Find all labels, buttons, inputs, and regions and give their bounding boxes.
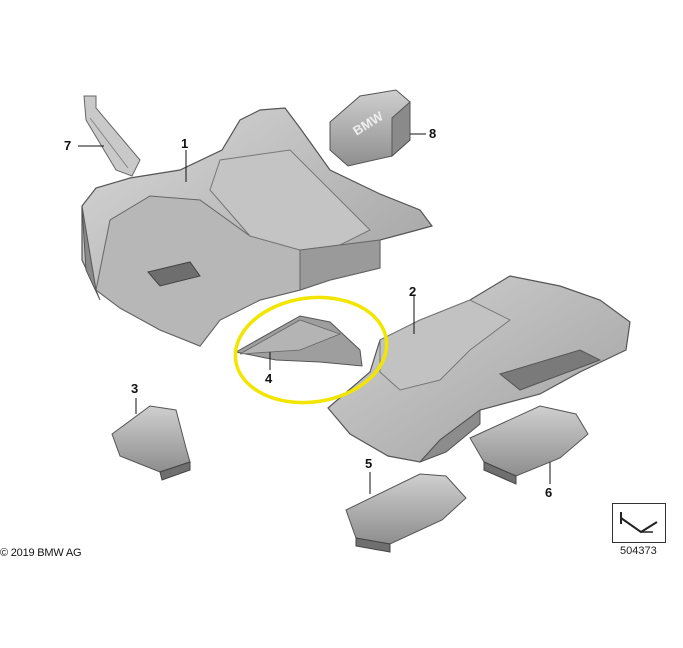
copyright-text: © 2019 BMW AG: [0, 547, 82, 559]
callout-2: 2: [409, 284, 417, 299]
callout-4: 4: [265, 371, 273, 386]
part-1-front-floor-carpet: [81, 107, 434, 347]
callout-5: 5: [365, 456, 373, 471]
callout-6: 6: [545, 485, 553, 500]
part-8-insulation-block: BMW: [329, 89, 411, 167]
reference-number: 504373: [620, 545, 657, 557]
highlight-ellipse: [233, 295, 389, 405]
part-6-floor-mat: [469, 405, 589, 485]
part-2-rear-floor-carpet: [327, 275, 631, 463]
part-7-trim-strip: [83, 95, 141, 177]
part-5-floor-mat: [345, 473, 467, 553]
callout-7: 7: [64, 138, 72, 153]
callout-8: 8: [429, 126, 437, 141]
arrow-icon: [620, 512, 658, 534]
leader-lines: [78, 133, 551, 494]
reference-icon-box: [612, 503, 666, 543]
callout-1: 1: [181, 136, 189, 151]
part-3-floor-mat: [111, 405, 191, 481]
part-4-mat: [234, 315, 363, 367]
callout-3: 3: [131, 381, 139, 396]
